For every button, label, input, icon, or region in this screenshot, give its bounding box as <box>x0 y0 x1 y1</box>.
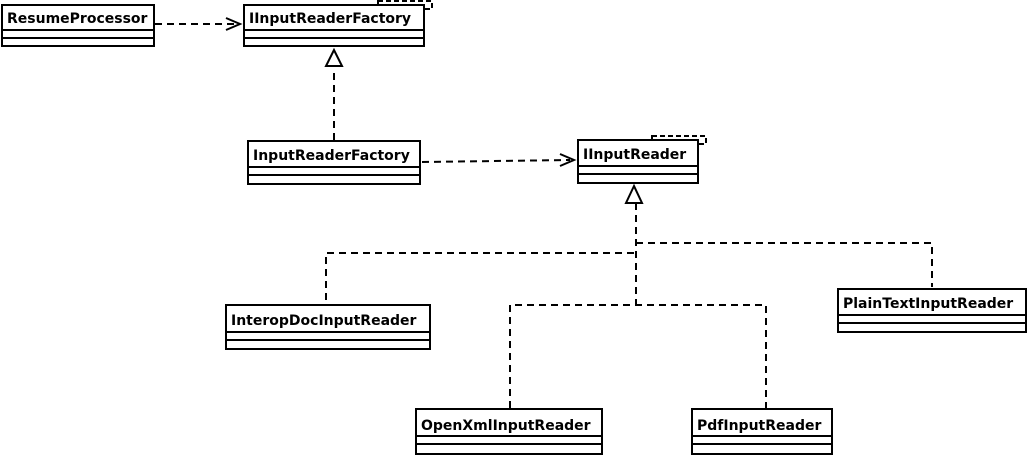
class-inputreaderfactory: InputReaderFactory <box>247 140 421 185</box>
class-name-iinputreaderfactory: IInputReaderFactory <box>249 11 411 27</box>
class-name-inputreaderfactory: InputReaderFactory <box>253 148 410 164</box>
class-plaintextinputreader: PlainTextInputReader <box>837 288 1027 333</box>
class-iinputreaderfactory: IInputReaderFactory <box>243 0 433 47</box>
dependency-resumeprocessor-to-iinputreaderfactory <box>155 17 243 31</box>
class-resumeprocessor: ResumeProcessor <box>1 4 155 47</box>
class-name-openxmlinputreader: OpenXmlInputReader <box>421 418 591 434</box>
class-interopdocinputreader: InteropDocInputReader <box>225 304 431 350</box>
class-name-pdfinputreader: PdfInputReader <box>697 418 821 434</box>
dependency-inputreaderfactory-to-iinputreader <box>421 153 577 167</box>
class-pdfinputreader: PdfInputReader <box>691 408 833 455</box>
class-name-resumeprocessor: ResumeProcessor <box>7 11 148 27</box>
class-name-iinputreader: IInputReader <box>583 147 686 163</box>
class-iinputreader: IInputReader <box>577 135 707 184</box>
realization-inputreaderfactory-to-iinputreaderfactory <box>324 47 344 140</box>
class-name-interopdocinputreader: InteropDocInputReader <box>231 313 417 329</box>
class-openxmlinputreader: OpenXmlInputReader <box>415 408 603 455</box>
relationships <box>155 17 933 408</box>
class-name-plaintextinputreader: PlainTextInputReader <box>843 296 1013 312</box>
realization-readers-to-iinputreader <box>325 183 933 408</box>
